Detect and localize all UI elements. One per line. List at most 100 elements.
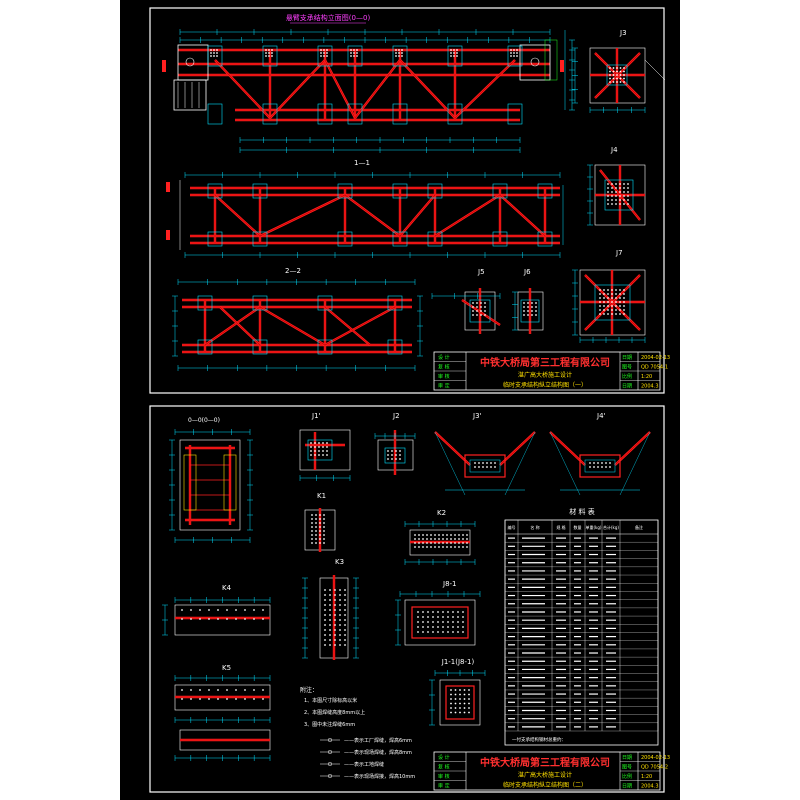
tb-left-label: 审 核 [438, 373, 450, 380]
bolt [271, 55, 273, 57]
bolt [418, 546, 420, 548]
bolt [599, 297, 601, 299]
bolt [523, 302, 525, 304]
table-header-cell: 规 格 [556, 524, 565, 530]
title-block-2-project: 湛广高大桥施工设计 [518, 771, 572, 779]
bolt [619, 309, 621, 311]
bolt [531, 302, 533, 304]
bolt [603, 301, 605, 303]
bolt [615, 297, 617, 299]
bolt [323, 542, 325, 544]
bolt [476, 302, 478, 304]
bolt [326, 52, 328, 54]
bolt [387, 458, 389, 460]
bolt [611, 183, 613, 185]
bolt [208, 689, 210, 691]
bolt [329, 609, 331, 611]
detail-j6-label: J6 [523, 268, 531, 276]
bolt [430, 546, 432, 548]
bolt [213, 55, 215, 57]
bolt [323, 55, 325, 57]
bolt [442, 546, 444, 548]
bolt [344, 644, 346, 646]
bolt [417, 631, 419, 633]
bolt [438, 534, 440, 536]
bolt [395, 454, 397, 456]
bolt [401, 49, 403, 51]
bolt [463, 693, 466, 696]
bolt [462, 626, 464, 628]
bolt [458, 538, 460, 540]
pin-left [185, 57, 195, 67]
gusset-plate [347, 103, 363, 125]
bolt [459, 702, 461, 705]
bolt [213, 52, 215, 54]
bolt [484, 310, 486, 312]
diagonal-core [259, 194, 346, 237]
bolt [615, 305, 617, 307]
bolt [181, 609, 183, 611]
bolt [466, 534, 468, 536]
bolt [611, 191, 613, 193]
sheet-2-border [149, 405, 665, 793]
bolt [329, 589, 331, 591]
bolt [344, 624, 346, 626]
bolt [442, 626, 444, 628]
bolt [324, 644, 326, 646]
bolt [442, 538, 444, 540]
gusset-plate [392, 183, 408, 199]
bolt [326, 446, 328, 448]
bolt [322, 442, 324, 444]
bolt [454, 538, 456, 540]
bolt [627, 199, 629, 201]
bolt [454, 698, 457, 700]
bolt [437, 621, 439, 623]
bolt [593, 466, 595, 468]
bolt [456, 49, 458, 51]
bolt [311, 542, 313, 544]
bolt [324, 619, 326, 621]
bolt [350, 52, 352, 54]
bolt [271, 49, 273, 51]
bolt [599, 289, 601, 291]
bolt [531, 306, 533, 308]
bolt [611, 313, 613, 315]
gusset-plate [427, 231, 443, 247]
gusset-plate [317, 45, 333, 67]
bolt [452, 611, 454, 613]
bolt [607, 313, 609, 315]
bolt [319, 530, 321, 532]
bolt [244, 618, 246, 620]
gusset-plate [387, 339, 403, 355]
bolt [463, 707, 466, 709]
bolt [427, 626, 429, 628]
bolt [271, 52, 273, 54]
bolt [450, 711, 452, 714]
bolt [466, 538, 468, 540]
bolt [623, 203, 625, 205]
bolt [615, 309, 617, 311]
bolt [320, 49, 322, 51]
gusset-plate [252, 295, 268, 311]
bolt [422, 542, 424, 544]
bolt [616, 70, 618, 73]
bolt [593, 462, 595, 464]
bolt [226, 689, 228, 691]
gusset-plate [427, 183, 443, 199]
bolt [401, 55, 403, 57]
bolt [466, 546, 468, 548]
bolt [399, 458, 401, 460]
bolt [480, 310, 482, 312]
bolt [535, 302, 537, 304]
bolt [391, 458, 393, 460]
bolt [398, 55, 400, 57]
j8-frame [404, 599, 476, 646]
bolt [434, 546, 436, 548]
section-frame [179, 439, 241, 531]
bolt [619, 293, 621, 295]
gusset-plate [347, 45, 363, 67]
title-block-2-company: 中铁大桥局第三工程有限公司 [480, 756, 610, 769]
bolt [350, 55, 352, 57]
bolt [329, 644, 331, 646]
